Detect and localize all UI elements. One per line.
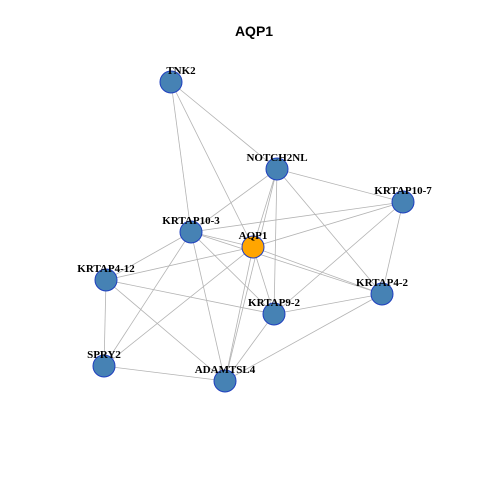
node-layer [92,70,415,393]
node-label-krtap10-3: KRTAP10-3 [162,215,220,227]
edge-tnk2-krtap10-3 [170,81,192,233]
edge-notch2nl-adamtsl4 [224,168,278,382]
edge-notch2nl-krtap4-2 [276,168,383,295]
edge-aqp1-krtap9-2 [252,246,275,315]
node-spry2[interactable] [92,354,116,378]
edge-krtap10-7-krtap9-2 [273,201,404,315]
edge-tnk2-notch2nl [170,81,278,170]
edge-krtap4-2-krtap9-2 [273,293,383,315]
edge-notch2nl-krtap10-7 [276,168,404,203]
node-krtap10-7[interactable] [391,190,415,214]
node-label-krtap4-12: KRTAP4-12 [77,263,135,275]
edge-krtap10-3-krtap9-2 [190,231,275,315]
edge-notch2nl-krtap9-2 [273,168,278,315]
node-notch2nl[interactable] [265,157,289,181]
node-aqp1[interactable] [241,235,265,259]
node-krtap4-2[interactable] [370,282,394,306]
edge-krtap10-3-adamtsl4 [190,231,226,382]
edge-krtap10-7-krtap10-3 [190,201,404,233]
edge-aqp1-krtap4-12 [105,246,254,281]
edge-krtap10-3-krtap4-2 [190,231,383,295]
edge-krtap10-7-krtap4-2 [381,201,404,295]
node-label-krtap9-2: KRTAP9-2 [248,297,300,309]
node-label-spry2: SPRY2 [87,349,121,361]
node-tnk2[interactable] [159,70,183,94]
edge-krtap4-12-spry2 [103,279,107,367]
edge-aqp1-spry2 [103,246,254,367]
node-label-krtap4-2: KRTAP4-2 [356,277,408,289]
node-label-tnk2: TNK2 [166,65,196,77]
edge-krtap4-12-krtap9-2 [105,279,275,315]
edge-krtap10-3-spry2 [103,231,192,367]
edge-aqp1-adamtsl4 [224,246,254,382]
node-krtap4-12[interactable] [94,268,118,292]
edge-krtap10-3-krtap4-12 [105,231,192,281]
edge-aqp1-krtap4-2 [252,246,383,295]
graph-title: AQP1 [235,23,273,39]
edge-tnk2-aqp1 [170,81,254,248]
edge-notch2nl-aqp1 [252,168,278,248]
node-label-aqp1: AQP1 [239,230,268,242]
edge-notch2nl-krtap10-3 [190,168,278,233]
node-adamtsl4[interactable] [213,369,237,393]
node-krtap10-3[interactable] [179,220,203,244]
node-krtap9-2[interactable] [262,302,286,326]
edge-krtap9-2-adamtsl4 [224,313,275,382]
edge-krtap4-12-adamtsl4 [105,279,226,382]
node-label-krtap10-7: KRTAP10-7 [374,185,432,197]
node-label-notch2nl: NOTCH2NL [246,152,307,164]
node-label-adamtsl4: ADAMTSL4 [195,364,256,376]
edge-krtap4-2-adamtsl4 [224,293,383,382]
edge-krtap10-7-aqp1 [252,201,404,248]
edge-spry2-adamtsl4 [103,365,226,382]
